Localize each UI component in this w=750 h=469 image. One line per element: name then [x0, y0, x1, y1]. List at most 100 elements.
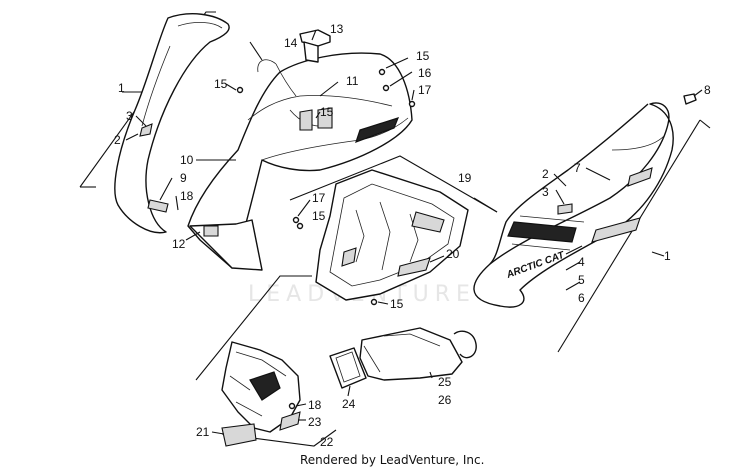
leader-line [125, 133, 139, 141]
right-panel-contour [611, 135, 665, 151]
lower-nose-opening [249, 371, 281, 401]
leader-line [555, 189, 565, 205]
callout-15-tray: 15 [390, 297, 404, 311]
decal-7 [627, 167, 653, 187]
tray-pocket [341, 247, 357, 267]
gauge-cap-13-body [303, 41, 319, 63]
pad-23 [279, 411, 301, 431]
leader-line [225, 83, 237, 91]
lower-nose-assembly [195, 275, 337, 447]
leader-line [185, 231, 201, 241]
nose-lower [189, 219, 263, 271]
decal-3-right [557, 203, 573, 215]
screw-15a [236, 86, 244, 94]
leader-bracket-19 [289, 155, 498, 213]
callout-22: 22 [320, 435, 334, 449]
callout-3-left: 3 [126, 109, 133, 123]
callout-10: 10 [180, 153, 194, 167]
leader-line [249, 41, 263, 61]
callout-14: 14 [284, 36, 298, 50]
leader-line [429, 371, 433, 379]
storage-tray-shape [315, 169, 469, 301]
callout-8: 8 [704, 83, 711, 97]
callout-1-left: 1 [118, 81, 125, 95]
callout-25: 25 [438, 375, 452, 389]
leader-bracket-1a [79, 11, 216, 188]
decal-stripe-dark [507, 221, 577, 243]
front-hood-assembly [185, 29, 416, 271]
leader-line [297, 199, 311, 217]
callout-16: 16 [418, 66, 432, 80]
callout-18-upper: 18 [180, 189, 194, 203]
right-side-panel: ARCTIC CAT [473, 89, 711, 353]
leader-line [311, 29, 317, 41]
callout-24: 24 [342, 397, 356, 411]
leader-line [159, 177, 173, 201]
hood-vent-slats [361, 121, 397, 139]
tray-pocket [411, 211, 445, 233]
screw-18b [288, 402, 296, 410]
hood-contour [247, 95, 393, 121]
callout-26: 26 [438, 393, 452, 407]
callout-9: 9 [180, 171, 187, 185]
nose-bracket-12 [203, 225, 219, 237]
callout-7: 7 [574, 161, 581, 175]
footer-credit: Rendered by LeadVenture, Inc. [300, 453, 484, 467]
seal-20 [397, 257, 431, 277]
leader-line [295, 403, 307, 407]
decal-9 [147, 199, 169, 213]
leader-line [565, 245, 583, 255]
gasket-24 [329, 347, 367, 389]
leader-line [429, 255, 445, 263]
washer-16 [382, 84, 390, 92]
callout-15-nose: 15 [312, 209, 326, 223]
screw-15e [370, 298, 378, 306]
decal-2-left [139, 123, 153, 137]
nut-17a [408, 100, 416, 108]
leader-line [315, 111, 321, 119]
bracket-15b [317, 107, 333, 129]
leader-line [385, 57, 409, 69]
leader-line [651, 251, 665, 257]
panel-edge-detail [177, 22, 223, 29]
leader-line [553, 173, 567, 187]
leader-line [347, 385, 351, 397]
callout-17-lower: 17 [312, 191, 326, 205]
leader-line [565, 261, 581, 271]
leader-bracket-22-top [195, 275, 312, 381]
callout-3-right: 3 [542, 185, 549, 199]
leader-line [389, 71, 413, 87]
callout-17-upper: 17 [418, 83, 432, 97]
decal-4 [591, 217, 641, 243]
leader-line [585, 167, 611, 181]
callout-11: 11 [346, 74, 359, 88]
screw-15d [296, 222, 304, 230]
decal-stripe-lines [511, 215, 585, 251]
right-panel-shape [473, 102, 674, 308]
panel-edge-detail [141, 45, 171, 127]
callout-19: 19 [458, 171, 472, 185]
lower-nose-contours [229, 351, 287, 417]
gauge-cap-13 [299, 29, 331, 47]
leader-line [211, 431, 225, 435]
left-side-panel [79, 11, 230, 234]
callout-20: 20 [446, 247, 460, 261]
callout-21: 21 [196, 425, 210, 439]
leader-line [377, 301, 389, 305]
callout-5: 5 [578, 273, 585, 287]
clamp-25 [453, 330, 477, 359]
callout-15-hood-center: 15 [320, 105, 334, 119]
hood-vent-right [355, 117, 400, 143]
harness-14 [257, 59, 277, 73]
callout-6: 6 [578, 291, 585, 305]
leader-bracket-1b [557, 119, 701, 353]
leader-bracket-19-tail [473, 197, 498, 213]
bracket-21 [221, 423, 257, 447]
leader-line [135, 115, 147, 127]
callout-2-left: 2 [114, 133, 121, 147]
leader-line [565, 281, 581, 291]
callout-13: 13 [330, 22, 344, 36]
callout-15-hood-left: 15 [214, 77, 228, 91]
callout-12: 12 [172, 237, 186, 251]
